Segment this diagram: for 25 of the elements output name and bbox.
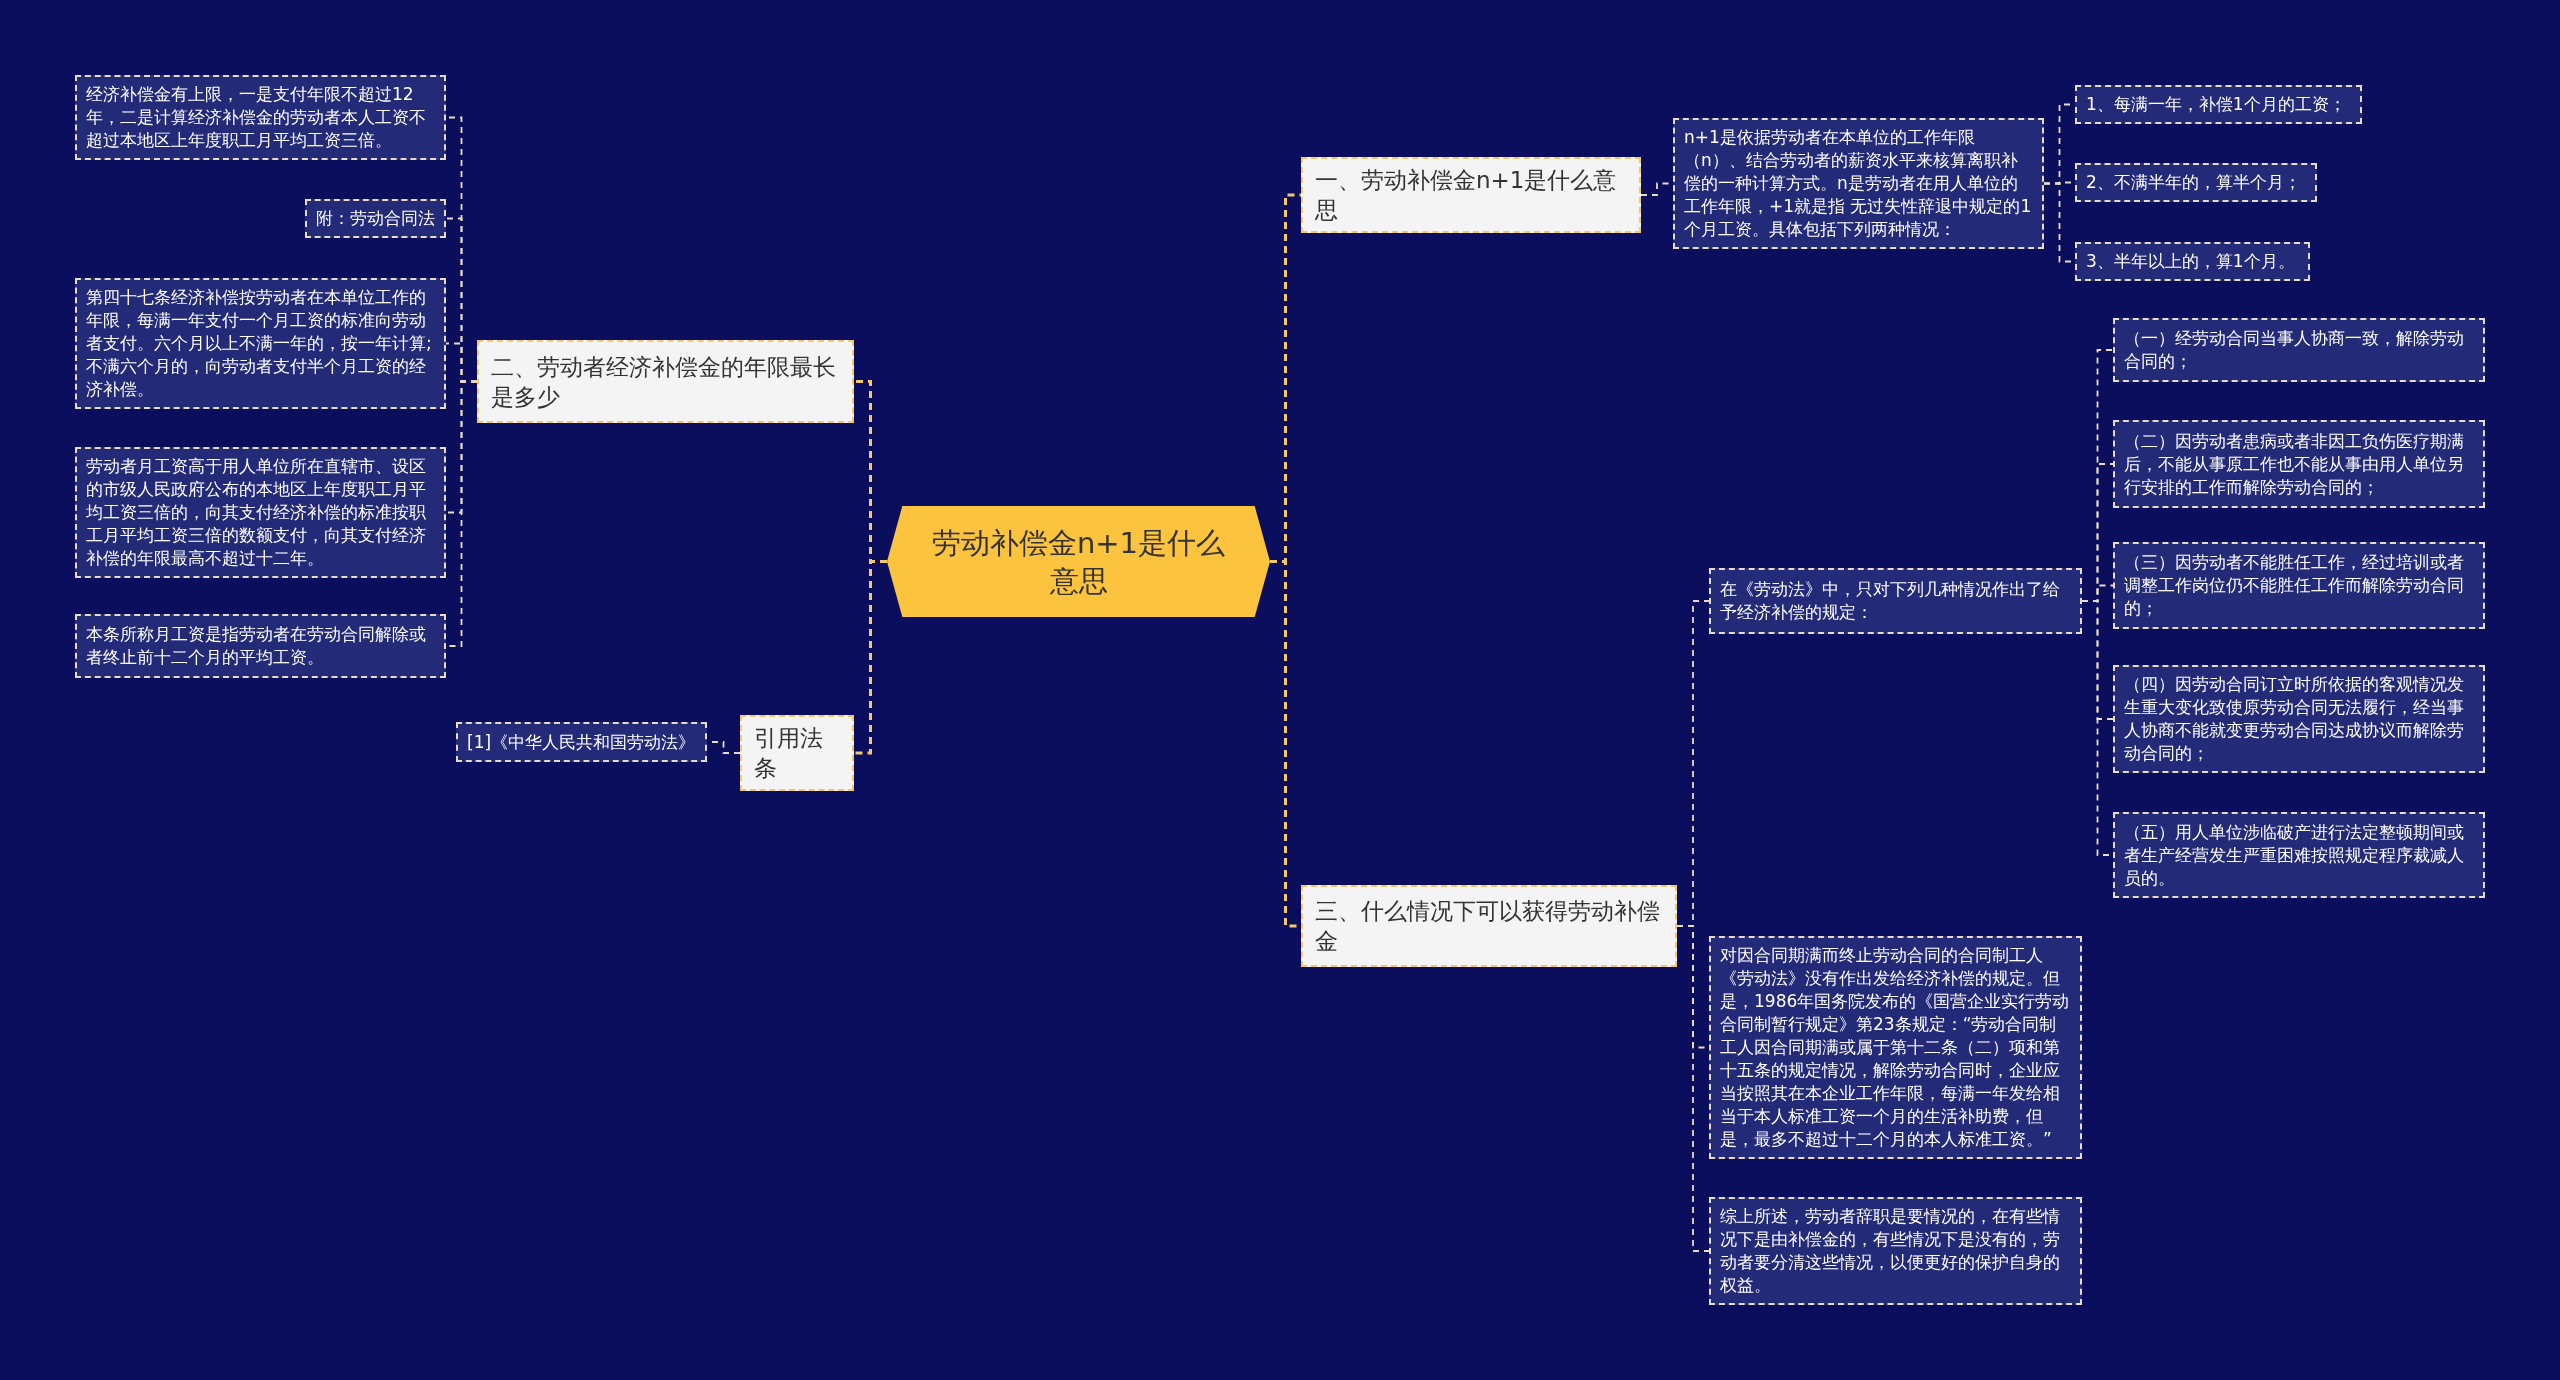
connector-line: [1676, 925, 1710, 1252]
text-box: 第四十七条经济补偿按劳动者在本单位工作的年限，每满一年支付一个月工资的标准向劳动者支付。六个月以上不满一年的，按一年计算;不满六个月的，向劳动者支付半个月工资的经济补偿。: [75, 278, 446, 409]
text-box: 对因合同期满而终止劳动合同的合同制工人《劳动法》没有作出发给经济补偿的规定。但是，1986年国务院发布的《国营企业实行劳动合同制暂行规定》第23条规定：“劳动合同制工人因合同期满或属于第十二条（二）项和第十五条的规定情况，解除劳动合同时，企业应当按照其在本企业工作年限，每满一年发给相当于本人标准工资一个月的生活补助费，但是，最多不超过十二个月的本人标准工资。”: [1709, 936, 2082, 1159]
text-box: 综上所述，劳动者辞职是要情况的，在有些情况下是由补偿金的，有些情况下是没有的，劳动者要分清这些情况，以便更好的保护自身的权益。: [1709, 1197, 2082, 1305]
text-box: （四）因劳动合同订立时所依据的客观情况发生重大变化致使原劳动合同无法履行，经当事人协商不能就变更劳动合同达成协议而解除劳动合同的；: [2113, 665, 2485, 773]
topic-box: 二、劳动者经济补偿金的年限最长是多少: [477, 340, 854, 423]
text-box: 3、半年以上的，算1个月。: [2075, 242, 2310, 281]
text-box: 1、每满一年，补偿1个月的工资；: [2075, 85, 2362, 124]
text-box: （五）用人单位涉临破产进行法定整顿期间或者生产经营发生严重困难按照规定程序裁减人员的。: [2113, 812, 2485, 898]
text-box: 本条所称月工资是指劳动者在劳动合同解除或者终止前十二个月的平均工资。: [75, 614, 446, 678]
topic-box: 三、什么情况下可以获得劳动补偿金: [1301, 885, 1677, 967]
text-box: （一）经劳动合同当事人协商一致，解除劳动合同的；: [2113, 318, 2485, 382]
text-box: 附：劳动合同法: [305, 199, 446, 238]
topic-box: 一、劳动补偿金n+1是什么意思: [1301, 157, 1641, 233]
central-topic-hexagon: 劳动补偿金n+1是什么意思: [887, 506, 1270, 617]
topic-box: 引用法条: [740, 715, 854, 791]
text-box: [1]《中华人民共和国劳动法》: [456, 722, 707, 762]
text-box: 2、不满半年的，算半个月；: [2075, 163, 2317, 202]
text-box: 劳动者月工资高于用人单位所在直辖市、设区的市级人民政府公布的本地区上年度职工月平均工资三倍的，向其支付经济补偿的标准按职工月平均工资三倍的数额支付，向其支付经济补偿的年限最高不超过十二年。: [75, 447, 446, 578]
text-box: 在《劳动法》中，只对下列几种情况作出了给予经济补偿的规定：: [1709, 568, 2082, 634]
connector-line: [854, 560, 887, 755]
text-box: （二）因劳动者患病或者非因工负伤医疗期满后，不能从事原工作也不能从事由用人单位另行安排的工作而解除劳动合同的；: [2113, 420, 2485, 508]
text-box: （三）因劳动者不能胜任工作，经过培训或者调整工作岗位仍不能胜任工作而解除劳动合同的；: [2113, 542, 2485, 629]
text-box: 经济补偿金有上限，一是支付年限不超过12年，二是计算经济补偿金的劳动者本人工资不超过本地区上年度职工月平均工资三倍。: [75, 75, 446, 160]
text-box: n+1是依据劳动者在本单位的工作年限（n）、结合劳动者的薪资水平来核算离职补偿的一种计算方式。n是劳动者在用人单位的工作年限，+1就是指 无过失性辞退中规定的1个月工资。具体包括下列两种情况：: [1673, 118, 2044, 249]
